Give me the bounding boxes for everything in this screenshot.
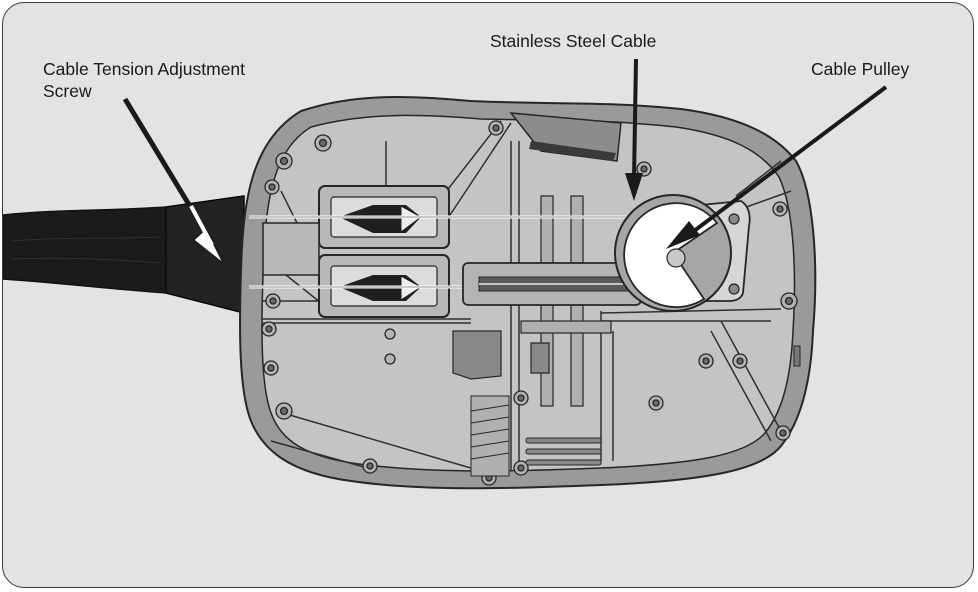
vent-slots <box>525 437 602 466</box>
top-rib-slot <box>529 141 616 161</box>
strap <box>3 195 245 314</box>
arrow-stainless-cable <box>625 58 643 201</box>
arrow-cable-pulley <box>666 85 888 249</box>
label-stainless-steel-cable: Stainless Steel Cable <box>490 31 657 51</box>
label-tension-line2: Screw <box>43 81 92 101</box>
adjustment-box <box>262 222 320 276</box>
top-rib-block <box>509 112 622 162</box>
tension-bar <box>462 262 642 306</box>
label-tension-line1: Cable Tension Adjustment <box>43 59 246 79</box>
label-cable-tension-screw: Cable Tension Adjustment Screw <box>43 58 245 102</box>
label-cable-pulley: Cable Pulley <box>811 59 910 79</box>
small-block <box>530 342 550 374</box>
side-clip <box>793 345 801 367</box>
cable-pulley <box>614 194 732 312</box>
lower-block <box>452 330 502 380</box>
screw-bosses <box>261 120 798 486</box>
housing-diagram <box>3 58 888 490</box>
arrow-tension-screw <box>122 97 224 264</box>
ridged-column <box>470 395 510 477</box>
